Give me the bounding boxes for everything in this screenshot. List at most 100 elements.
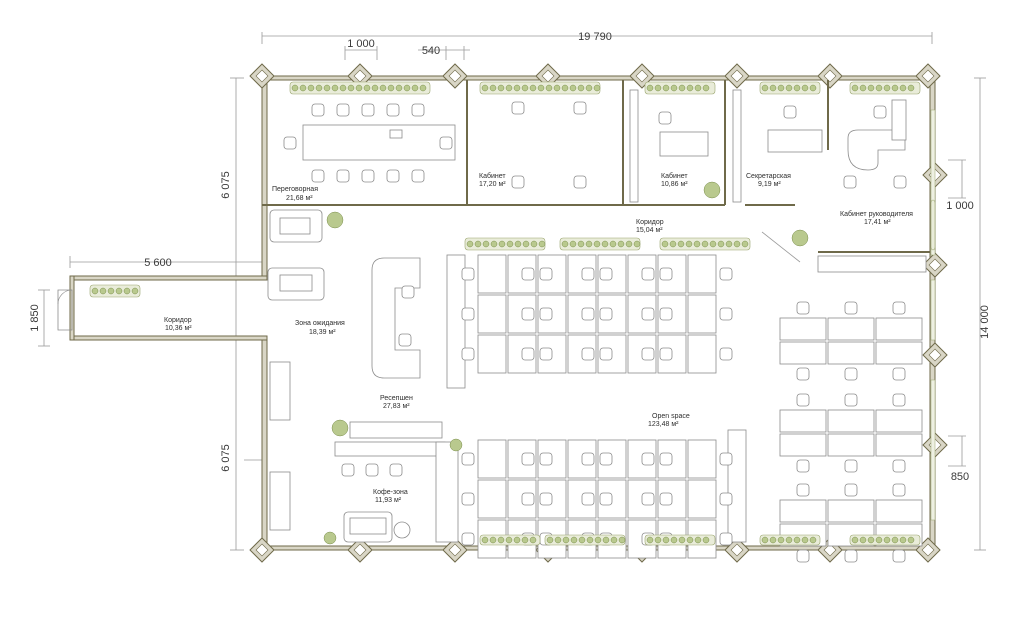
- chair: [521, 347, 535, 361]
- plant-icon: [522, 240, 530, 248]
- plant-icon: [899, 536, 907, 544]
- room-name-waiting: Зона ожидания: [295, 320, 345, 327]
- chair: [386, 169, 400, 183]
- chair: [581, 307, 595, 321]
- chair: [461, 347, 475, 361]
- chair: [389, 463, 403, 477]
- plant-icon: [618, 536, 626, 544]
- plant-icon: [703, 181, 721, 199]
- plant-icon: [686, 84, 694, 92]
- room-area-corridor-top: 15,04 м²: [636, 227, 663, 234]
- chair: [641, 452, 655, 466]
- plant-icon: [686, 536, 694, 544]
- chair: [311, 169, 325, 183]
- plant-icon: [593, 84, 601, 92]
- room-area-secretary: 9,19 м²: [758, 181, 781, 188]
- chair: [539, 347, 553, 361]
- chair: [844, 459, 858, 473]
- chair: [719, 532, 733, 546]
- chair: [401, 285, 415, 299]
- desk: [827, 341, 875, 365]
- plant-icon: [875, 84, 883, 92]
- desk: [779, 409, 827, 433]
- chair: [461, 492, 475, 506]
- plant-icon: [449, 438, 463, 452]
- plant-icon: [701, 240, 709, 248]
- chair: [573, 101, 587, 115]
- plant-icon: [801, 84, 809, 92]
- plant-icon: [670, 536, 678, 544]
- furniture: [267, 99, 927, 559]
- column-inner: [255, 69, 269, 83]
- plant-icon: [482, 240, 490, 248]
- chair: [461, 267, 475, 281]
- plant-icon: [537, 84, 545, 92]
- plant-icon: [654, 84, 662, 92]
- chair: [719, 347, 733, 361]
- plant-icon: [693, 240, 701, 248]
- plant-icon: [625, 240, 633, 248]
- plant-icon: [530, 240, 538, 248]
- plant-icon: [793, 536, 801, 544]
- plant-icon: [669, 240, 677, 248]
- chair: [796, 459, 810, 473]
- plant-icon: [907, 536, 915, 544]
- chair: [892, 459, 906, 473]
- plant-icon: [577, 240, 585, 248]
- plant-icon: [586, 536, 594, 544]
- plant-icon: [709, 240, 717, 248]
- desk: [779, 341, 827, 365]
- plant-icon: [331, 419, 349, 437]
- column-inner: [448, 69, 462, 83]
- plant-icon: [694, 84, 702, 92]
- plant-icon: [809, 84, 817, 92]
- dim-left-lower: 6 075: [220, 444, 232, 472]
- plant-icon: [379, 84, 387, 92]
- chair: [521, 307, 535, 321]
- chair: [892, 393, 906, 407]
- plant-icon: [601, 240, 609, 248]
- plant-icon: [654, 536, 662, 544]
- room-area-reception: 27,83 м²: [383, 403, 410, 410]
- plant-icon: [545, 84, 553, 92]
- chair: [336, 169, 350, 183]
- plant-icon: [670, 84, 678, 92]
- plant-icon: [339, 84, 347, 92]
- plant-icon: [569, 240, 577, 248]
- dim-corridor-width: 5 600: [144, 257, 172, 269]
- plant-icon: [891, 84, 899, 92]
- desk: [687, 334, 717, 374]
- chair: [599, 347, 613, 361]
- room-name-office1: Кабинет: [479, 172, 506, 180]
- column-inner: [635, 69, 649, 83]
- plant-icon: [593, 240, 601, 248]
- plant-icon: [661, 240, 669, 248]
- plant-icon: [466, 240, 474, 248]
- plant-icon: [646, 84, 654, 92]
- dim-left-upper: 6 075: [220, 171, 232, 199]
- plant-icon: [553, 84, 561, 92]
- plant-icon: [561, 240, 569, 248]
- plant-icon: [594, 536, 602, 544]
- chair: [599, 267, 613, 281]
- planter: [930, 199, 936, 251]
- chair: [361, 103, 375, 117]
- plant-icon: [554, 536, 562, 544]
- chair: [511, 101, 525, 115]
- chair: [892, 301, 906, 315]
- plant-icon: [99, 287, 107, 295]
- plant-icon: [561, 84, 569, 92]
- chair: [844, 367, 858, 381]
- plant-icon: [387, 84, 395, 92]
- chair: [581, 452, 595, 466]
- plant-icon: [115, 287, 123, 295]
- plant-icon: [529, 84, 537, 92]
- plant-icon: [801, 536, 809, 544]
- room-area-meeting: 21,68 м²: [286, 195, 313, 202]
- plant-icon: [678, 536, 686, 544]
- chair: [599, 307, 613, 321]
- plant-icon: [513, 536, 521, 544]
- plant-icon: [785, 536, 793, 544]
- chair: [892, 483, 906, 497]
- chair: [539, 307, 553, 321]
